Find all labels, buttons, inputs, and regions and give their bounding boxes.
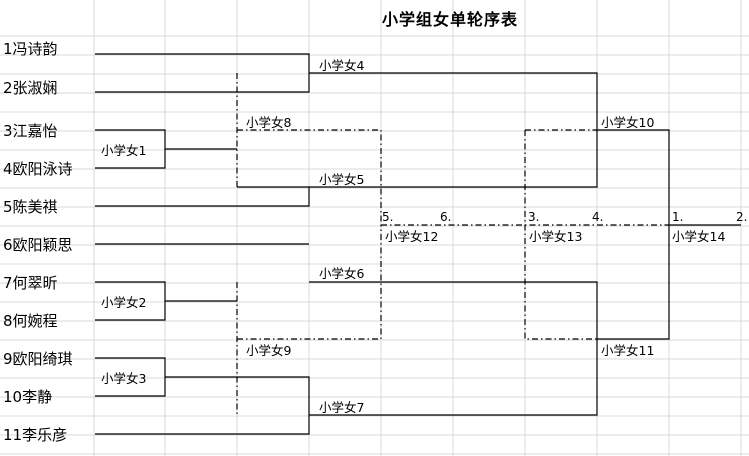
bracket-m4: [95, 53, 310, 93]
match-label-10: 小学女10: [601, 115, 655, 130]
match-label-1: 小学女1: [101, 143, 147, 158]
player-4: 4欧阳泳诗: [3, 160, 73, 178]
player-3: 3江嘉怡: [3, 122, 58, 140]
player-2: 2张淑娴: [3, 79, 58, 97]
match-label-8: 小学女8: [246, 115, 292, 130]
placement-3: 3.: [528, 210, 540, 224]
placement-6: 6.: [440, 210, 452, 224]
match-label-11: 小学女11: [601, 343, 655, 358]
bracket-m8-out: [237, 129, 382, 225]
match-label-13: 小学女13: [529, 229, 583, 244]
bracket-m9-out: [237, 225, 382, 340]
bracket-m5: [95, 186, 310, 207]
placement-1: 1.: [672, 210, 684, 224]
placement-5: 5.: [382, 210, 394, 224]
match-label-4: 小学女4: [319, 58, 365, 73]
bracket-m11: [309, 281, 598, 416]
match-label-3: 小学女3: [101, 371, 147, 386]
match-label-9: 小学女9: [246, 343, 292, 358]
bracket-m13: [524, 130, 597, 340]
player-7: 7何翠昕: [3, 274, 58, 292]
match-label-5: 小学女5: [319, 172, 365, 187]
match-label-6: 小学女6: [319, 266, 365, 281]
player-8: 8何婉程: [3, 312, 58, 330]
match-label-7: 小学女7: [319, 400, 365, 415]
match-label-12: 小学女12: [385, 229, 439, 244]
player-5: 5陈美祺: [3, 198, 58, 216]
player-10: 10李静: [3, 388, 53, 406]
placement-2: 2.: [736, 210, 748, 224]
player-11: 11李乐彦: [3, 426, 68, 444]
match-label-2: 小学女2: [101, 295, 147, 310]
player-9: 9欧阳绮琪: [3, 350, 73, 368]
player-1: 1冯诗韵: [3, 40, 58, 58]
placement-4: 4.: [592, 210, 604, 224]
player-6: 6欧阳颖思: [3, 236, 73, 254]
page-title: 小学组女单轮序表: [381, 10, 518, 29]
bracket-m14: [597, 129, 670, 340]
match-label-14: 小学女14: [672, 229, 726, 244]
